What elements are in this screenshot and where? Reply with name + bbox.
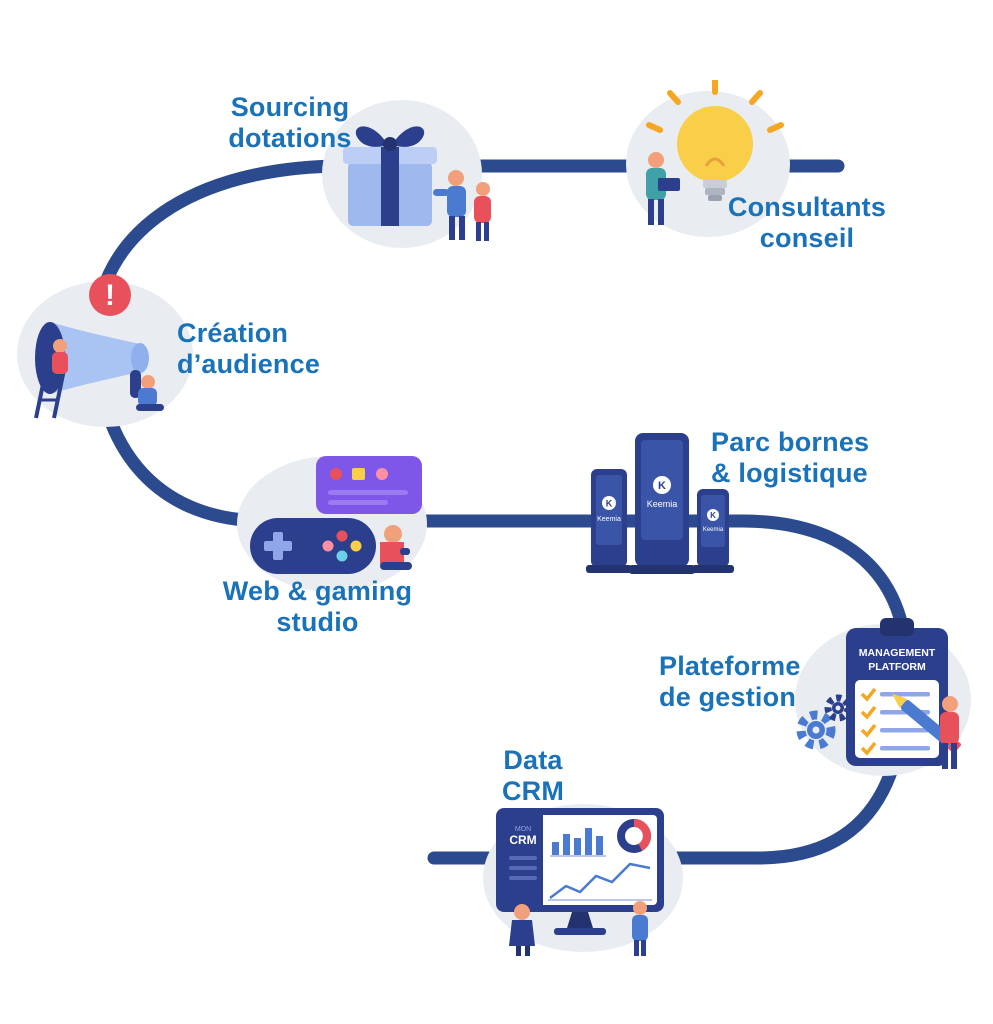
person-red (474, 182, 491, 241)
label-line-1: Web & gaming (222, 576, 413, 606)
svg-text:K: K (658, 480, 666, 492)
svg-text:!: ! (105, 279, 115, 312)
label-line-1: Parc bornes (711, 427, 870, 457)
label-line-2: de gestion (659, 682, 797, 713)
kiosk-left: K Keemia (586, 469, 632, 573)
label-line-2: d’audience (177, 349, 321, 380)
consultants-illustration (626, 80, 790, 237)
pencil-person (891, 693, 961, 769)
label-parc-bornes-logistique: Parc bornes & logistique (711, 427, 911, 490)
crm-illustration: MON CRM (483, 804, 683, 956)
clipboard-icon: MANAGEMENT PLATFORM (846, 618, 948, 766)
label-line-1: Plateforme (659, 651, 801, 681)
svg-text:PLATFORM: PLATFORM (868, 661, 926, 673)
svg-text:CRM: CRM (509, 833, 536, 847)
kiosk-center: K Keemia (629, 433, 695, 574)
label-line-1: Data (503, 745, 563, 775)
alert-icon: ! (89, 274, 131, 316)
person-left (509, 904, 535, 956)
svg-text:MANAGEMENT: MANAGEMENT (859, 647, 936, 659)
line-chart (549, 862, 651, 899)
label-sourcing-dotations: Sourcing dotations (195, 92, 385, 155)
label-line-2: CRM (501, 776, 565, 807)
svg-text:Keemia: Keemia (597, 516, 621, 523)
sitting-player (380, 525, 412, 570)
label-line-2: & logistique (711, 458, 868, 489)
monitor-stand (554, 912, 606, 935)
gaming-illustration (237, 456, 427, 592)
kiosk-right: K Keemia (692, 489, 734, 573)
gift-box-icon (343, 126, 437, 226)
ladder-person (34, 339, 68, 419)
crm-sidebar-items (509, 856, 537, 880)
platform-illustration: MANAGEMENT PLATFORM (795, 618, 971, 776)
label-line-1: Consultants (727, 192, 887, 222)
lightbulb-icon (677, 106, 753, 201)
donut-chart (617, 819, 651, 853)
label-creation-audience: Création d’audience (177, 318, 397, 381)
label-line-1: Création (177, 318, 289, 348)
label-data-crm: Data CRM (468, 745, 598, 808)
audience-illustration: ! (17, 274, 193, 427)
lightbulb-rays-icon (646, 80, 784, 133)
person-right (632, 901, 648, 956)
kiosks-illustration: K Keemia K Keemia K Keemia (586, 433, 734, 574)
label-plateforme-gestion: Plateforme de gestion (659, 651, 859, 714)
label-line-2: dotations (228, 123, 352, 154)
svg-text:K: K (606, 499, 613, 509)
label-consultants-conseil: Consultants conseil (712, 192, 902, 255)
person-laptop (646, 152, 680, 225)
gamepad-icon (250, 518, 376, 574)
svg-text:MON: MON (515, 826, 531, 833)
bar-chart (552, 828, 603, 856)
sitting-person (136, 375, 164, 411)
checklist-checks (860, 687, 877, 756)
label-line-2: conseil (759, 223, 855, 254)
label-web-gaming-studio: Web & gaming studio (210, 576, 425, 639)
game-screen (316, 456, 422, 514)
crm-monitor: MON CRM (496, 808, 664, 912)
label-line-1: Sourcing (230, 92, 350, 122)
svg-text:Keemia: Keemia (647, 499, 678, 509)
person-blue (433, 170, 466, 240)
label-line-2: studio (276, 607, 359, 638)
svg-text:K: K (710, 511, 716, 520)
gift-illustration (322, 100, 491, 248)
svg-text:Keemia: Keemia (703, 527, 724, 533)
